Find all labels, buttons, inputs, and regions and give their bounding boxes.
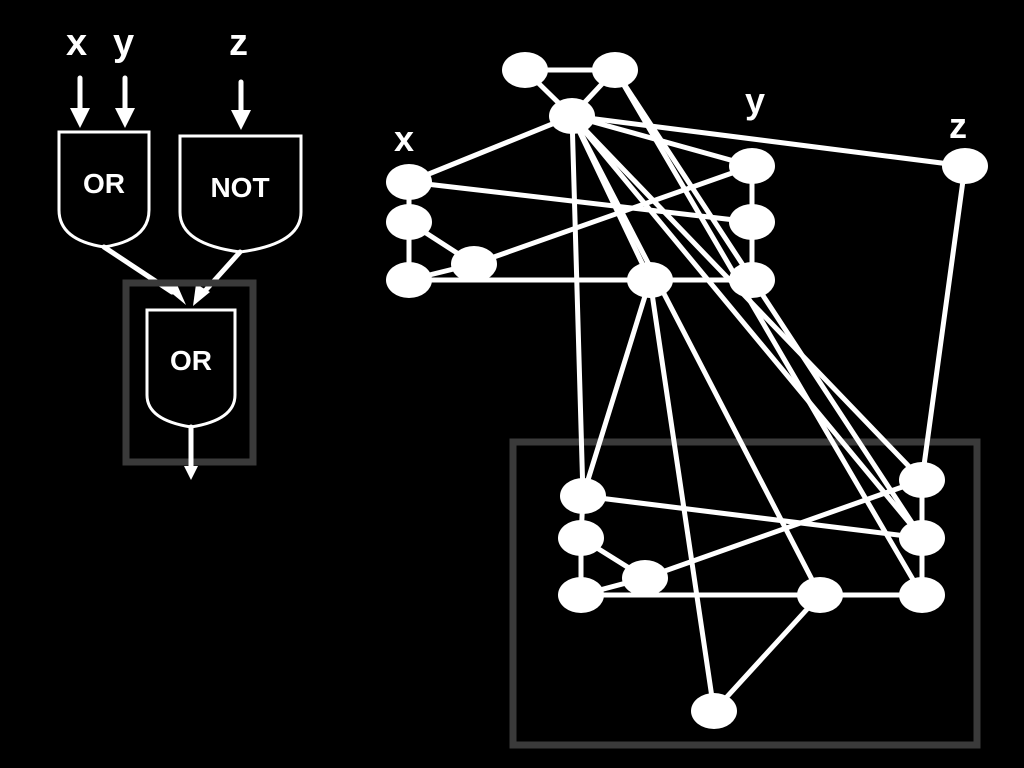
- graph-node-t1: [502, 52, 548, 88]
- graph-node-zn: [942, 148, 988, 184]
- input-y-arrowhead: [115, 108, 135, 128]
- circuit-input-y-label: y: [113, 22, 134, 64]
- graph-highlight-frame: [509, 438, 981, 749]
- circuit-input-x-label: x: [66, 22, 87, 64]
- output-arrowhead: [184, 466, 198, 480]
- graph-node-bmid: [797, 577, 843, 613]
- graph-edge-top-bmid: [569, 113, 823, 598]
- input-z-arrowhead: [231, 110, 251, 130]
- graph-edge-xm-y1: [471, 163, 755, 267]
- graph-edge-b1-r2: [580, 493, 925, 541]
- logic-circuit: x y z OR NOT OR: [57, 22, 303, 480]
- graph-node-b1: [560, 478, 606, 514]
- graph-edge-zn-r1: [919, 163, 968, 483]
- graph-node-y1: [729, 148, 775, 184]
- graph-node-r1: [899, 462, 945, 498]
- circuit-input-z-label: z: [229, 22, 248, 64]
- graph-edge-mid-bottom: [647, 277, 717, 714]
- graph-node-top: [549, 98, 595, 134]
- graph-edge-t2-r3: [612, 67, 925, 598]
- or-gate-1-label: OR: [83, 168, 125, 199]
- graph-node-r2: [899, 520, 945, 556]
- graph-node-b2: [558, 520, 604, 556]
- graph-node-mid: [627, 262, 673, 298]
- graph-label-y: y: [745, 80, 765, 121]
- graph-label-x: x: [394, 118, 414, 159]
- or-gate-2-label: OR: [170, 345, 212, 376]
- graph-node-bm: [622, 560, 668, 596]
- graph-edge-top-mid: [569, 113, 653, 283]
- graph-node-x2: [386, 204, 432, 240]
- graph-edge-top-zn: [569, 113, 968, 169]
- graph-node-b3: [558, 577, 604, 613]
- graph-node-xm: [451, 246, 497, 282]
- graph-node-x1: [386, 164, 432, 200]
- graph-edge-x1-y2: [406, 179, 755, 225]
- graph-nodes: [386, 52, 988, 729]
- input-x-arrowhead: [70, 108, 90, 128]
- not-gate-label: NOT: [210, 172, 269, 203]
- graph-edge-bottom-bmid: [711, 592, 823, 714]
- graph-label-z: z: [949, 105, 967, 146]
- not-to-or2-arrowhead: [193, 284, 210, 306]
- graph-edge-top-b1: [569, 113, 586, 499]
- graph-node-y2: [729, 204, 775, 240]
- graph-node-bottom: [691, 693, 737, 729]
- graph-edge-top-r2: [569, 113, 925, 541]
- graph-edge-mid-b1: [580, 277, 653, 499]
- graph-edges: [406, 67, 968, 714]
- graph-node-t2: [592, 52, 638, 88]
- graph-node-r3: [899, 577, 945, 613]
- graph-node-x3: [386, 262, 432, 298]
- reduction-graph: x y z: [386, 52, 988, 749]
- graph-edge-bm-r1: [642, 477, 925, 581]
- graph-edge-top-x1: [406, 113, 575, 185]
- graph-node-y3: [729, 262, 775, 298]
- graph-edge-t2-r2: [612, 67, 925, 541]
